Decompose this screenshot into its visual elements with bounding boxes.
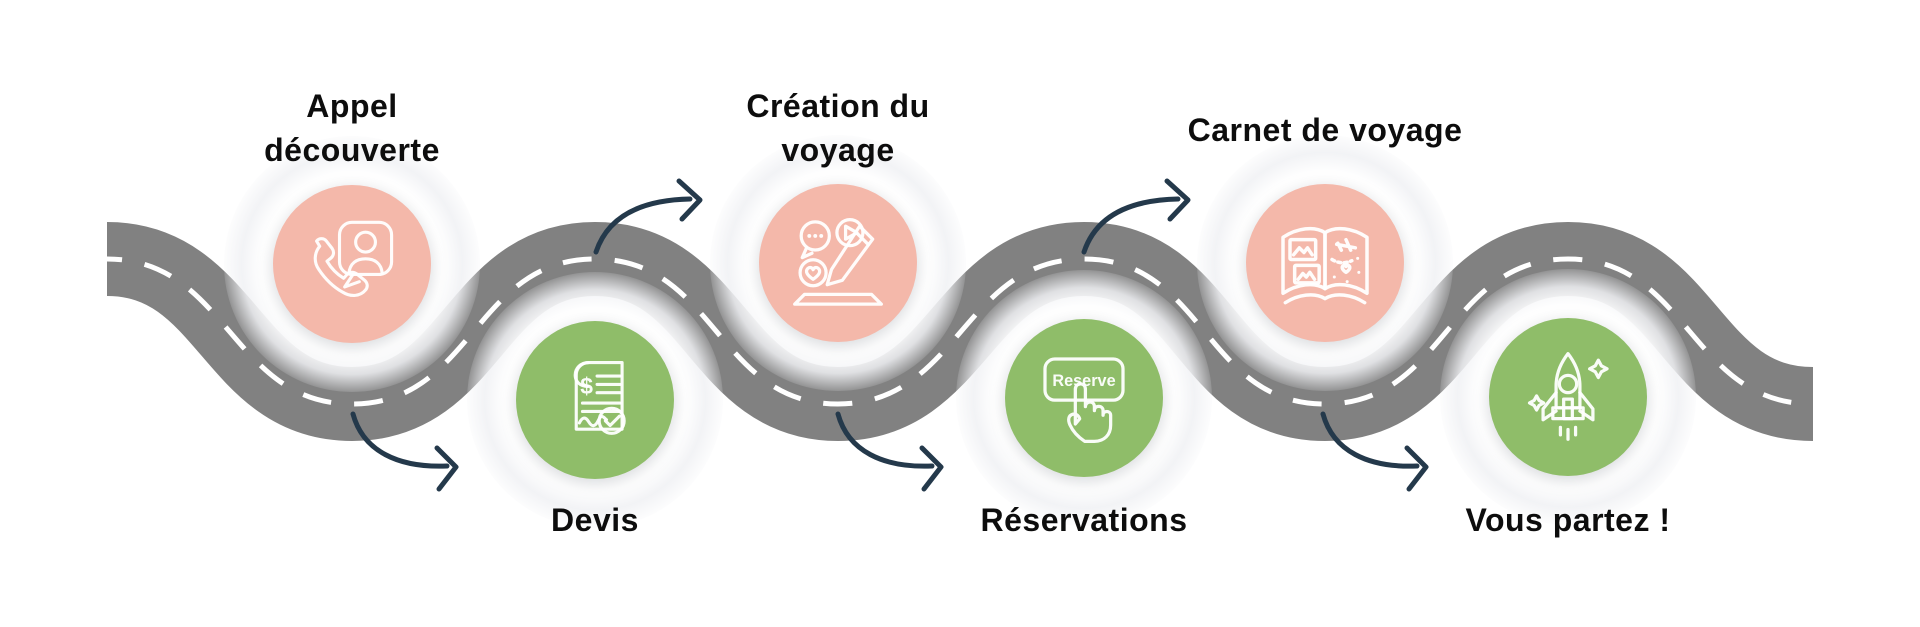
step-label-reservations: Réservations [874,498,1294,542]
reserve-button-label: Reserve [1052,372,1115,390]
step-circle-carnet-de-voyage [1246,184,1404,342]
label-line: Devis [551,502,639,538]
arrow-step3-to-step4 [835,411,944,492]
label-line: Carnet de voyage [1187,112,1463,148]
dollar-symbol: $ [580,373,593,399]
label-line: découverte [264,132,440,168]
arrow-step1-to-step2 [350,411,459,492]
rocket-launch-icon [1527,352,1609,441]
label-line: Appel [306,88,398,124]
step-label-appel-decouverte: Appel découverte [142,84,562,172]
step-circle-creation-du-voyage [759,184,917,342]
label-line: Réservations [980,502,1188,538]
phone-contact-icon [313,220,394,297]
label-line: Création du [746,88,930,124]
arrow-step5-to-step6 [1320,411,1429,492]
content-creation-icon [793,218,883,306]
label-line: Vous partez ! [1465,502,1671,538]
step-label-devis: Devis [385,498,805,542]
step-label-vous-partez: Vous partez ! [1358,498,1778,542]
step-circle-reservations: Reserve [1005,319,1163,477]
reserve-tap-icon: Reserve [1043,357,1125,443]
travel-journal-icon [1281,226,1369,305]
label-line: voyage [781,132,895,168]
arrow-step4-to-step5 [1081,178,1191,255]
invoice-approved-icon: $ [573,360,626,435]
arrow-step2-to-step3 [593,178,703,255]
step-label-carnet-de-voyage: Carnet de voyage [1115,108,1535,152]
road-centerline [106,256,1814,407]
step-circle-devis: $ [516,321,674,479]
step-label-creation-du-voyage: Création du voyage [628,84,1048,172]
step-circle-appel-decouverte [273,185,431,343]
step-circle-vous-partez [1489,318,1647,476]
